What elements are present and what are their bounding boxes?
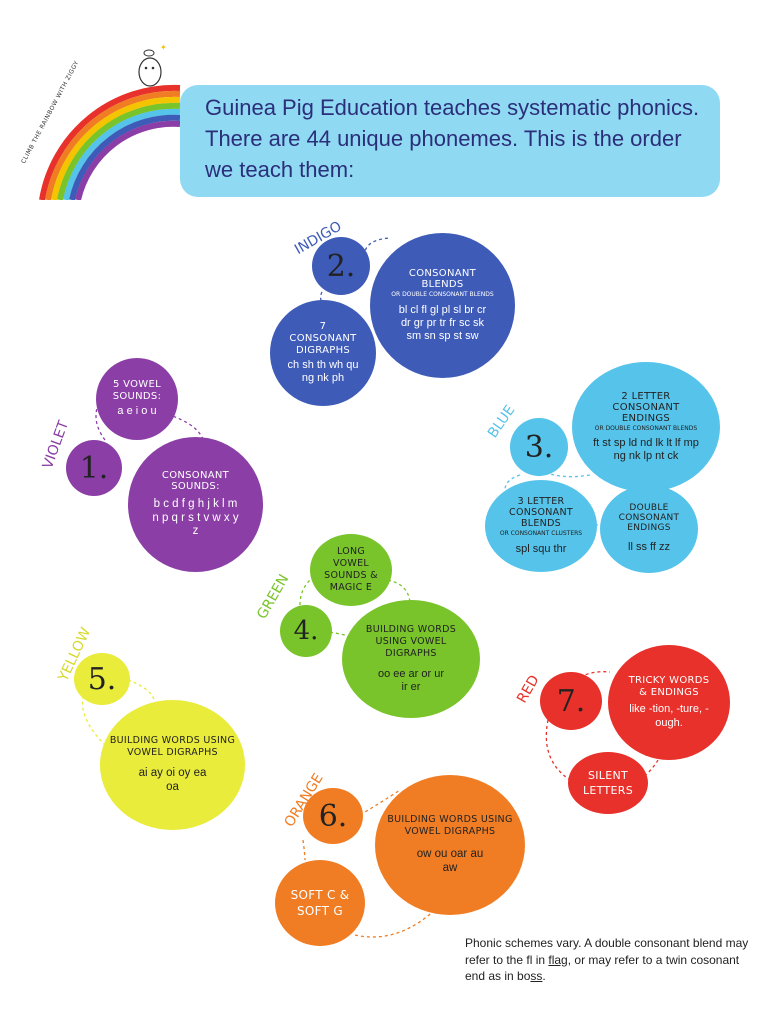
footnote-part2: , or may refer to a twin cosonant end as…: [465, 952, 740, 984]
red-silent-title: SILENT LETTERS: [583, 769, 633, 797]
orange-digraphs-title: BUILDING WORDS USING VOWEL DIGRAPHS: [387, 814, 513, 838]
green-digraphs-title: BUILDING WORDS USING VOWEL DIGRAPHS: [365, 623, 457, 659]
blue-number-circle: 3.: [510, 418, 568, 476]
blue-double-title: DOUBLE CONSONANT ENDINGS: [618, 503, 680, 534]
blue-three-sub: OR CONSONANT CLUSTERS: [499, 529, 583, 537]
green-number: 4.: [293, 616, 319, 646]
violet-consonants-title: CONSONANT SOUNDS:: [161, 469, 230, 492]
blue-two-letter-circle: 2 LETTER CONSONANT ENDINGS OR DOUBLE CON…: [572, 362, 720, 492]
blue-double-circle: DOUBLE CONSONANT ENDINGS ll ss ff zz: [600, 485, 698, 573]
violet-vowels-title: 5 VOWEL SOUNDS:: [112, 379, 162, 403]
blue-double-letters: ll ss ff zz: [628, 541, 670, 554]
blue-two-letters: ft st sp ld nd lk lt lf mp ng nk lp nt c…: [593, 436, 699, 462]
footnote-ss: ss: [530, 969, 543, 983]
orange-digraphs-circle: BUILDING WORDS USING VOWEL DIGRAPHS ow o…: [375, 775, 525, 915]
green-digraphs-circle: BUILDING WORDS USING VOWEL DIGRAPHS oo e…: [342, 600, 480, 718]
header-banner: [180, 85, 720, 197]
footnote-flag: flag: [548, 952, 568, 967]
blue-three-letter-circle: 3 LETTER CONSONANT BLENDS OR CONSONANT C…: [485, 480, 597, 572]
footnote-part3: .: [542, 969, 546, 983]
blue-three-title: 3 LETTER CONSONANT BLENDS: [509, 495, 573, 529]
yellow-digraphs-circle: BUILDING WORDS USING VOWEL DIGRAPHS ai a…: [100, 700, 245, 830]
violet-number-circle: 1.: [66, 440, 122, 496]
indigo-digraphs-title: 7 CONSONANT DIGRAPHS: [289, 320, 357, 356]
yellow-number: 5.: [87, 661, 117, 697]
blue-two-sub: OR DOUBLE CONSONANT BLENDS: [594, 424, 698, 432]
red-tricky-circle: TRICKY WORDS & ENDINGS like -tion, -ture…: [608, 645, 730, 760]
green-number-circle: 4.: [280, 605, 332, 657]
blue-two-title: 2 LETTER CONSONANT ENDINGS: [612, 390, 680, 424]
violet-vowels-letters: a e i o u: [117, 405, 157, 418]
rainbow-logo: ✦: [39, 43, 181, 200]
yellow-number-circle: 5.: [74, 653, 130, 705]
orange-soft-circle: SOFT C & SOFT G: [275, 860, 365, 946]
orange-soft-title: SOFT C & SOFT G: [290, 888, 350, 918]
green-digraphs-letters: oo ee ar or ur ir er: [377, 667, 445, 693]
blue-three-letters: spl squ thr: [515, 542, 567, 555]
orange-number: 6.: [318, 798, 348, 834]
indigo-digraphs-letters: ch sh th wh qu ng nk ph: [287, 358, 359, 384]
red-silent-circle: SILENT LETTERS: [568, 752, 648, 814]
indigo-number-circle: 2.: [312, 237, 370, 295]
guinea-pig-icon: ✦: [138, 43, 167, 87]
red-tricky-letters: like -tion, -ture, -ough.: [629, 703, 709, 729]
svg-text:✦: ✦: [160, 43, 167, 52]
header-text: Guinea Pig Education teaches systematic …: [205, 95, 700, 182]
green-magic-title: LONG VOWEL SOUNDS & MAGIC E: [324, 546, 378, 593]
orange-digraphs-letters: ow ou oar au aw: [416, 848, 484, 874]
blue-number: 3.: [524, 429, 554, 465]
violet-vowels-circle: 5 VOWEL SOUNDS: a e i o u: [96, 358, 178, 440]
footnote-part1: Phonic schemes vary. A double consonant …: [465, 936, 749, 967]
red-tricky-title: TRICKY WORDS & ENDINGS: [628, 675, 710, 699]
indigo-blends-circle: CONSONANT BLENDS OR DOUBLE CONSONANT BLE…: [370, 233, 515, 378]
violet-consonants-circle: CONSONANT SOUNDS: b c d f g h j k l m n …: [128, 437, 263, 572]
violet-consonants-letters: b c d f g h j k l m n p q r s t v w x y …: [152, 497, 239, 538]
green-magic-circle: LONG VOWEL SOUNDS & MAGIC E: [310, 534, 392, 606]
yellow-digraphs-letters: ai ay oi oy ea oa: [138, 767, 207, 793]
indigo-blends-letters: bl cl fl gl pl sl br cr dr gr pr tr fr s…: [398, 303, 487, 343]
indigo-blends-sub: OR DOUBLE CONSONANT BLENDS: [391, 290, 494, 298]
indigo-number: 2.: [326, 248, 356, 284]
footnote: Phonic schemes vary. A double consonant …: [465, 935, 755, 985]
yellow-digraphs-title: BUILDING WORDS USING VOWEL DIGRAPHS: [109, 735, 236, 759]
indigo-digraphs-circle: 7 CONSONANT DIGRAPHS ch sh th wh qu ng n…: [270, 300, 376, 406]
orange-number-circle: 6.: [303, 788, 363, 844]
violet-number: 1.: [79, 450, 109, 486]
indigo-blends-title: CONSONANT BLENDS: [408, 267, 477, 290]
red-number: 7.: [556, 683, 586, 719]
red-number-circle: 7.: [540, 672, 602, 730]
